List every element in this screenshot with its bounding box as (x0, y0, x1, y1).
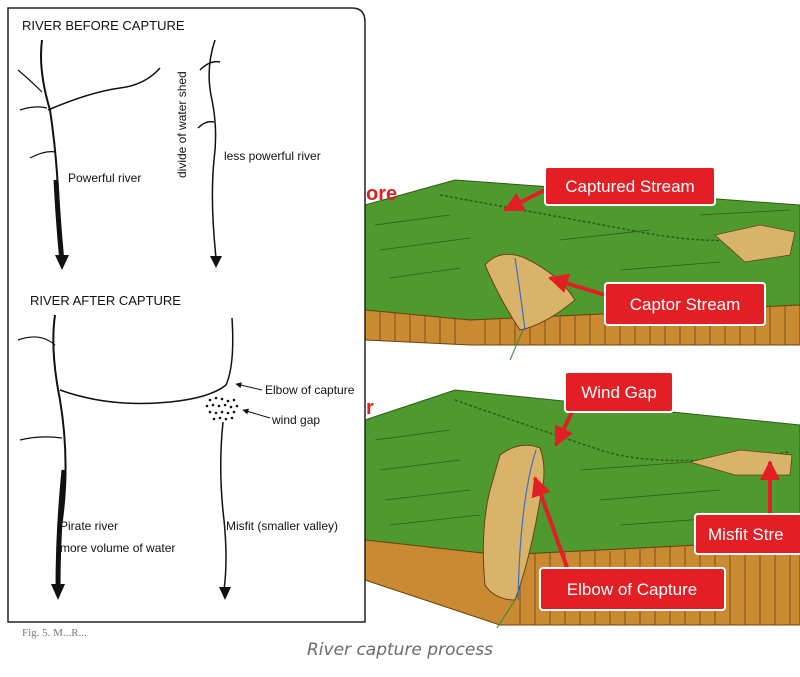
pirate-river-sketch (17, 314, 234, 589)
callout-captor-stream-label: Captor Stream (630, 295, 741, 314)
wind-gap-pointer (242, 408, 271, 419)
upper-block-before (364, 179, 800, 361)
before-label-fragment: ore (366, 183, 397, 205)
after-label-fragment: r (366, 397, 374, 419)
after-capture-title: RIVER AFTER CAPTURE (30, 293, 181, 308)
divide-label: divide of water shed (175, 71, 189, 178)
footer-partial-text: Fig. 5. M...R... (22, 627, 87, 639)
callout-misfit-stream: Misfit Stre (694, 460, 800, 555)
wind-gap-label: wind gap (271, 413, 320, 427)
elbow-pointer (235, 382, 263, 391)
callout-elbow-of-capture-label: Elbow of Capture (567, 580, 697, 599)
powerful-river-label: Powerful river (68, 171, 141, 185)
callout-misfit-stream-label: Misfit Stre (708, 525, 784, 544)
misfit-river-arrow-icon (219, 587, 231, 600)
less-powerful-river-arrow-icon (210, 256, 222, 268)
elbow-of-capture-label: Elbow of capture (265, 383, 355, 397)
figure-caption: River capture process (307, 640, 493, 660)
callout-captured-stream-label: Captured Stream (565, 177, 694, 196)
wind-gap-dots (205, 396, 239, 421)
callout-wind-gap-label: Wind Gap (581, 383, 657, 402)
callout-captured-stream: Captured Stream (503, 166, 716, 212)
powerful-river-arrow-icon (55, 255, 69, 270)
pirate-river-label-line1: Pirate river (60, 519, 118, 533)
misfit-label: Misfit (smaller valley) (226, 519, 338, 533)
misfit-river-sketch (220, 421, 227, 591)
callout-captor-stream: Captor Stream (548, 273, 766, 326)
less-powerful-river-label: less powerful river (224, 149, 321, 163)
callout-elbow-of-capture: Elbow of Capture (531, 476, 726, 611)
callout-wind-gap: Wind Gap (554, 371, 674, 447)
less-powerful-river-sketch (197, 39, 221, 259)
pirate-river-label-line2: more volume of water (60, 541, 175, 555)
powerful-river-sketch (17, 39, 161, 263)
before-capture-title: RIVER BEFORE CAPTURE (22, 18, 185, 33)
pirate-river-arrow-icon (51, 584, 65, 600)
left-sketch-panel: RIVER BEFORE CAPTURE Powerful river divi… (7, 7, 366, 639)
